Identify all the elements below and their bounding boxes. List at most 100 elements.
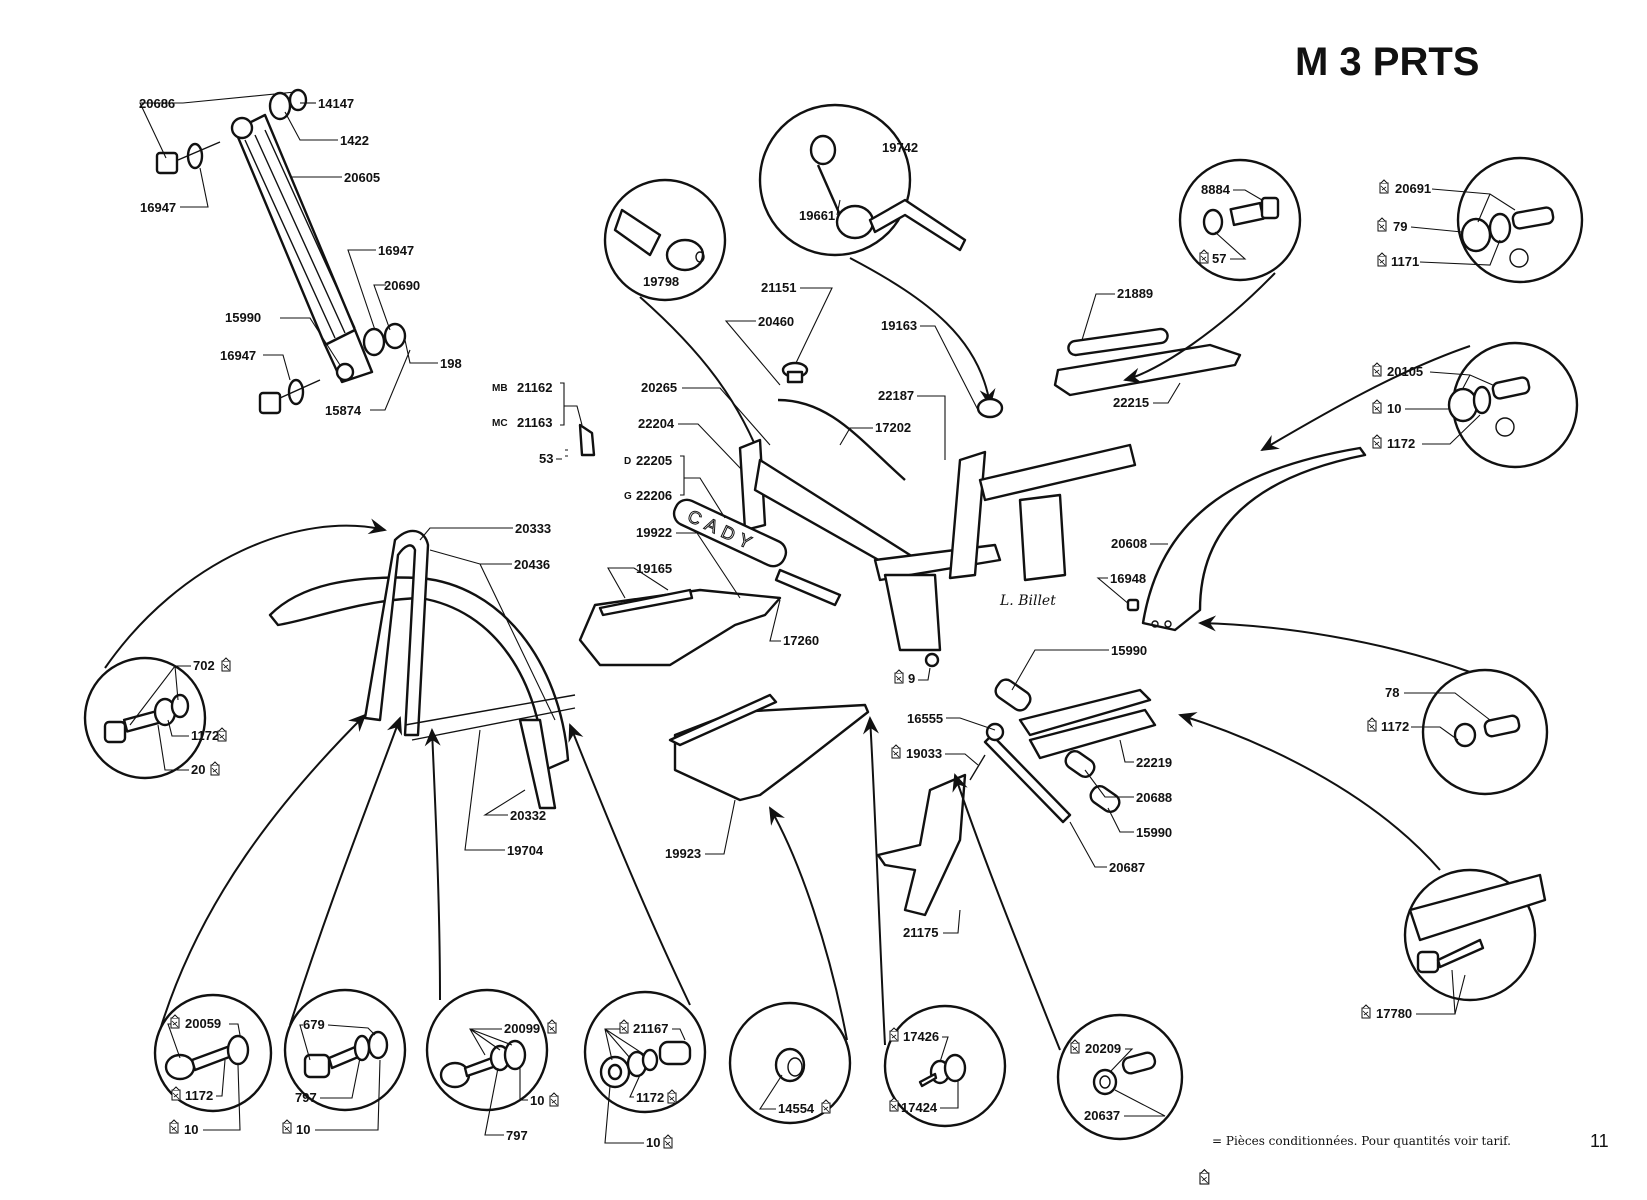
bottom-bolt-drawing — [258, 378, 321, 415]
part-label: 10 — [646, 1135, 660, 1150]
part-label: 21151 — [761, 280, 796, 295]
front-mudguard-bolt-detail: 702 1172 20 — [83, 518, 387, 780]
cady-decal-drawing — [672, 498, 788, 568]
part-label: 14147 — [318, 96, 354, 111]
part-label: 19798 — [643, 274, 679, 289]
part-label: 19163 — [881, 318, 917, 333]
part-label: 16947 — [378, 243, 414, 258]
mudguard-stay-drawing — [363, 529, 430, 737]
part-label: 16555 — [907, 711, 943, 726]
part-label: 22205 — [636, 453, 672, 468]
part-label: 78 — [1385, 685, 1399, 700]
part-label: 20686 — [139, 96, 175, 111]
luggage-rack-group: 21889 22215 — [1053, 286, 1242, 410]
bottom-kit: 20099 10 797 — [424, 728, 559, 1143]
page-number: 11 — [1590, 1131, 1609, 1151]
part-label: 1172 — [1381, 719, 1409, 734]
bottom-kit: 17426 17424 — [862, 716, 1007, 1128]
part-label: 15990 — [1111, 643, 1147, 658]
stand-group: 15990 16555 19033 22219 20688 15990 2068… — [876, 643, 1172, 940]
rear-mudguard-group: 20608 16948 — [1096, 446, 1367, 632]
part-label: 19923 — [665, 846, 701, 861]
part-label: 19661 — [799, 208, 835, 223]
packaged-icon — [169, 1119, 179, 1134]
part-label: 53 — [539, 451, 553, 466]
part-label: 21175 — [903, 925, 938, 940]
packaged-icon — [1372, 399, 1382, 414]
part-label: 16947 — [220, 348, 256, 363]
part-label: 15874 — [325, 403, 362, 418]
rack-tube-drawing — [1067, 327, 1169, 357]
rear-mudguard-drawing — [1141, 446, 1367, 632]
side-covers-group: 19922 19165 17260 19923 — [578, 525, 870, 861]
bottom-kit: 679 797 10 — [282, 716, 407, 1137]
part-label: 21889 — [1117, 286, 1153, 301]
part-label: 21163 — [517, 415, 552, 430]
bottom-kits: 20059 1172 10 679 797 10 — [153, 713, 1184, 1150]
clip-group: 19163 22187 — [878, 318, 1004, 460]
part-label: 20691 — [1395, 181, 1431, 196]
bottom-kit: 14554 — [728, 806, 852, 1125]
part-label: 702 — [193, 658, 215, 673]
part-label: 8884 — [1201, 182, 1231, 197]
part-label: 22204 — [638, 416, 675, 431]
part-label: 10 — [530, 1093, 544, 1108]
right-side-cover-drawing — [673, 703, 870, 802]
part-label: 20209 — [1085, 1041, 1121, 1056]
packaged-icon — [547, 1019, 557, 1034]
packaged-icon — [1372, 434, 1382, 449]
stand-axle-drawing — [983, 733, 1072, 824]
packaged-icon — [549, 1092, 559, 1107]
part-label: 20605 — [344, 170, 380, 185]
footnote-text: = Pièces conditionnées. Pour quantités v… — [1212, 1134, 1511, 1148]
side-prefix: G — [624, 491, 632, 502]
packaged-icon — [1377, 252, 1387, 267]
choke-lever-detail: 19742 19661 — [758, 103, 996, 407]
part-label: 15990 — [225, 310, 261, 325]
part-label: 20265 — [641, 380, 677, 395]
part-label: 1172 — [636, 1090, 664, 1105]
rear-mudguard-bolt-detail: 78 1172 — [1198, 615, 1549, 796]
part-label: 17202 — [875, 420, 911, 435]
frame-group: CADY L. Billet 20265 22204 17202 D 22205… — [492, 380, 1137, 686]
bottom-bushing-drawing — [362, 322, 407, 357]
shock-absorber-drawing — [230, 113, 374, 384]
part-label: 198 — [440, 356, 462, 371]
part-label: 79 — [1393, 219, 1407, 234]
fixing-kit-a-detail: 20691 79 1171 — [1377, 156, 1584, 284]
packaged-icon — [891, 744, 901, 759]
top-bushing-drawing — [268, 88, 308, 121]
part-label: 9 — [908, 671, 915, 686]
part-label: 679 — [303, 1017, 325, 1032]
packaged-icon — [894, 669, 904, 684]
packaged-icon — [1377, 217, 1387, 232]
part-label: 20637 — [1084, 1108, 1120, 1123]
front-mudguard-drawing — [268, 576, 570, 772]
part-label: 19742 — [882, 140, 918, 155]
part-label: 57 — [1212, 251, 1226, 266]
packaged-parts-bag-icon — [1199, 1169, 1210, 1185]
part-label: 10 — [1387, 401, 1401, 416]
part-label: 16947 — [140, 200, 176, 215]
part-label: 20333 — [515, 521, 551, 536]
bottom-kit: 20059 1172 10 — [153, 713, 367, 1137]
part-label: 1172 — [185, 1088, 213, 1103]
top-bolt-drawing — [155, 141, 221, 175]
footnote: = Pièces conditionnées. Pour quantités v… — [1199, 1134, 1511, 1185]
part-label: 17260 — [783, 633, 819, 648]
badge-labels: MB 21162 MC 21163 53 — [492, 380, 596, 466]
part-label: 14554 — [778, 1101, 815, 1116]
signature: L. Billet — [999, 593, 1056, 609]
part-label: 22215 — [1113, 395, 1149, 410]
badge-prefix: MC — [492, 418, 508, 429]
part-label: 20332 — [510, 808, 546, 823]
packaged-icon — [282, 1119, 292, 1134]
stand-spring-drawing — [969, 754, 986, 781]
part-label: 1172 — [191, 728, 219, 743]
badge-prefix: MB — [492, 383, 508, 394]
ignition-lock-detail: 19798 — [603, 178, 766, 471]
part-label: 17426 — [903, 1029, 939, 1044]
part-label: 20608 — [1111, 536, 1147, 551]
packaged-icon — [1372, 362, 1382, 377]
